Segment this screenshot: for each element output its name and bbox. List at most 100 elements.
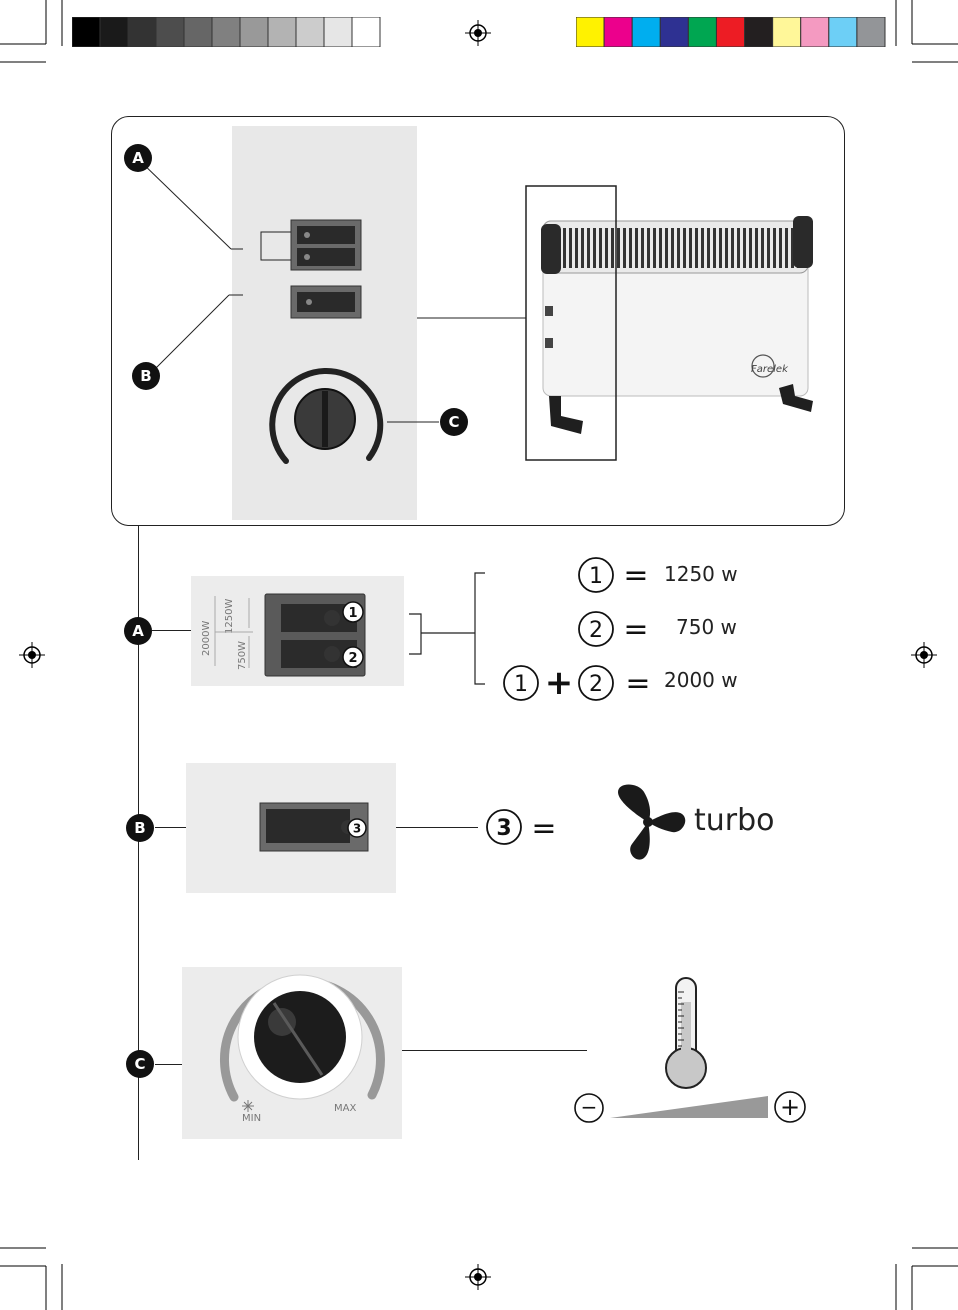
grille-slat bbox=[659, 228, 662, 268]
svg-text:−: − bbox=[581, 1095, 598, 1119]
svg-text:3: 3 bbox=[353, 822, 361, 836]
swatch bbox=[72, 17, 100, 47]
brand-logo-text: Farelek bbox=[751, 364, 789, 375]
svg-text:3: 3 bbox=[496, 816, 511, 841]
grille-slat bbox=[755, 228, 758, 268]
grille-slat bbox=[641, 228, 644, 268]
svg-text:=: = bbox=[625, 666, 650, 701]
svg-text:C: C bbox=[448, 413, 459, 431]
grille-slat bbox=[593, 228, 596, 268]
swatch bbox=[324, 17, 352, 47]
equation-3-value: 2000 w bbox=[664, 668, 738, 692]
snowflake-icon bbox=[242, 1100, 254, 1112]
label-750w: 750W bbox=[237, 641, 248, 670]
thermostat-diagram: MIN MAX bbox=[182, 967, 402, 1139]
swatch bbox=[100, 17, 128, 47]
grille-slat bbox=[767, 228, 770, 268]
swatch bbox=[857, 17, 885, 47]
swatch bbox=[240, 17, 268, 47]
grille-slat bbox=[725, 228, 728, 268]
grille-slat bbox=[773, 228, 776, 268]
equation-row-1: 1 = 1250 w bbox=[579, 558, 738, 593]
svg-text:C: C bbox=[134, 1055, 145, 1073]
color-calibration-bar bbox=[576, 17, 886, 47]
equation-2-value: 750 w bbox=[676, 615, 737, 639]
connector-line bbox=[402, 1050, 587, 1051]
section-c-badge: C bbox=[125, 1049, 155, 1079]
grille-slat bbox=[713, 228, 716, 268]
swatch bbox=[716, 17, 744, 47]
grille-slat bbox=[671, 228, 674, 268]
thermometer-icon bbox=[658, 972, 714, 1094]
grille-slat bbox=[743, 228, 746, 268]
svg-text:+: + bbox=[780, 1093, 800, 1121]
heater-illustration: Farelek bbox=[541, 216, 813, 434]
grille-slat bbox=[749, 228, 752, 268]
grille-slat bbox=[611, 228, 614, 268]
thermostat-dial bbox=[272, 371, 380, 461]
svg-text:+: + bbox=[545, 663, 574, 703]
grille-slat bbox=[689, 228, 692, 268]
switch-2-badge: 2 bbox=[341, 645, 365, 669]
svg-text:=: = bbox=[531, 811, 556, 846]
grille-slat bbox=[653, 228, 656, 268]
equation-1-value: 1250 w bbox=[664, 562, 738, 586]
grille-slat bbox=[701, 228, 704, 268]
svg-text:A: A bbox=[132, 622, 144, 640]
svg-text:1: 1 bbox=[348, 606, 357, 621]
power-equations: 1 = 1250 w 2 = 750 w 1 + 2 = 2000 w bbox=[496, 552, 756, 708]
grille-slat bbox=[731, 228, 734, 268]
label-1250w: 1250W bbox=[224, 599, 235, 634]
swatch bbox=[296, 17, 324, 47]
grille-slat bbox=[629, 228, 632, 268]
grille-slat bbox=[569, 228, 572, 268]
callout-a-badge: A bbox=[123, 143, 153, 173]
swatch bbox=[632, 17, 660, 47]
swatch bbox=[801, 17, 829, 47]
swatch bbox=[184, 17, 212, 47]
grille-slat bbox=[737, 228, 740, 268]
grille-slat bbox=[587, 228, 590, 268]
swatch bbox=[576, 17, 604, 47]
callout-b-badge: B bbox=[131, 361, 161, 391]
grille-slat bbox=[719, 228, 722, 268]
connector-line bbox=[396, 827, 478, 828]
svg-text:=: = bbox=[623, 612, 648, 647]
fan-icon bbox=[608, 782, 688, 862]
equation-bracket bbox=[405, 570, 490, 688]
grille-slat bbox=[683, 228, 686, 268]
grille-slat bbox=[617, 228, 620, 268]
grille-slat bbox=[695, 228, 698, 268]
grille-slat bbox=[647, 228, 650, 268]
callout-c-badge: C bbox=[439, 407, 469, 437]
swatch bbox=[128, 17, 156, 47]
grille-slat bbox=[707, 228, 710, 268]
minus-icon: − bbox=[575, 1094, 603, 1122]
swatch bbox=[660, 17, 688, 47]
grille-slat bbox=[605, 228, 608, 268]
swatch bbox=[156, 17, 184, 47]
svg-text:B: B bbox=[134, 819, 145, 837]
registration-mark-icon bbox=[465, 1264, 491, 1290]
grille-slat bbox=[623, 228, 626, 268]
overview-diagram: Farelek bbox=[111, 116, 845, 526]
svg-text:B: B bbox=[140, 367, 151, 385]
grille-slat bbox=[779, 228, 782, 268]
turbo-switch bbox=[291, 286, 361, 318]
label-2000w: 2000W bbox=[201, 621, 212, 656]
svg-text:2: 2 bbox=[589, 618, 603, 643]
grille-slat bbox=[599, 228, 602, 268]
grille-slat bbox=[581, 228, 584, 268]
swatch bbox=[745, 17, 773, 47]
grille-slat bbox=[563, 228, 566, 268]
registration-mark-icon bbox=[911, 642, 937, 668]
turbo-label: turbo bbox=[690, 798, 780, 842]
registration-mark-icon bbox=[19, 642, 45, 668]
temperature-scale: − + bbox=[570, 1088, 810, 1128]
plus-icon: + bbox=[775, 1092, 805, 1122]
gray-ramp-bar bbox=[72, 17, 381, 47]
equation-row-3: 1 + 2 = 2000 w bbox=[504, 663, 738, 703]
svg-text:2: 2 bbox=[348, 651, 357, 666]
connector-line bbox=[152, 630, 192, 631]
grille-slat bbox=[785, 228, 788, 268]
